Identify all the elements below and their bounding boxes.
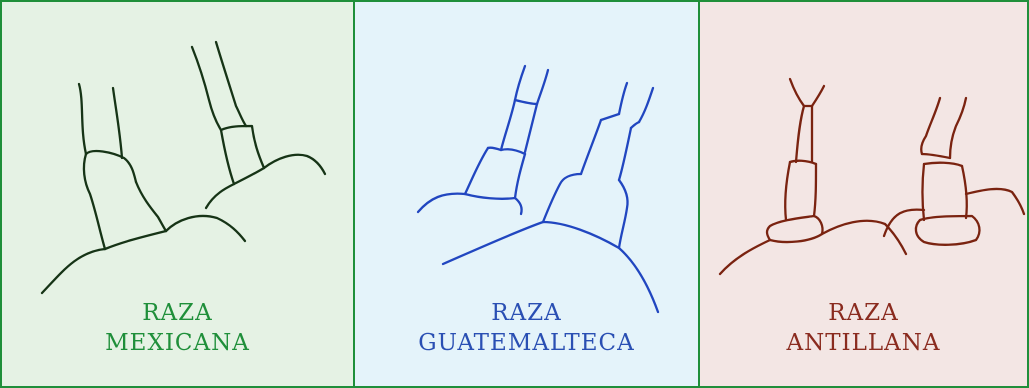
label-line-2: MEXICANA <box>2 328 353 358</box>
label-raza-antillana: RAZA ANTILLANA <box>700 298 1027 358</box>
panel-raza-mexicana: RAZA MEXICANA <box>2 2 355 386</box>
label-line-1: RAZA <box>355 298 698 328</box>
label-raza-guatemalteca: RAZA GUATEMALTECA <box>355 298 698 358</box>
label-line-1: RAZA <box>2 298 353 328</box>
panel-raza-antillana: RAZA ANTILLANA <box>700 2 1027 386</box>
label-line-1: RAZA <box>700 298 1027 328</box>
label-line-2: ANTILLANA <box>700 328 1027 358</box>
label-raza-mexicana: RAZA MEXICANA <box>2 298 353 358</box>
panel-raza-guatemalteca: RAZA GUATEMALTECA <box>355 2 700 386</box>
label-line-2: GUATEMALTECA <box>355 328 698 358</box>
